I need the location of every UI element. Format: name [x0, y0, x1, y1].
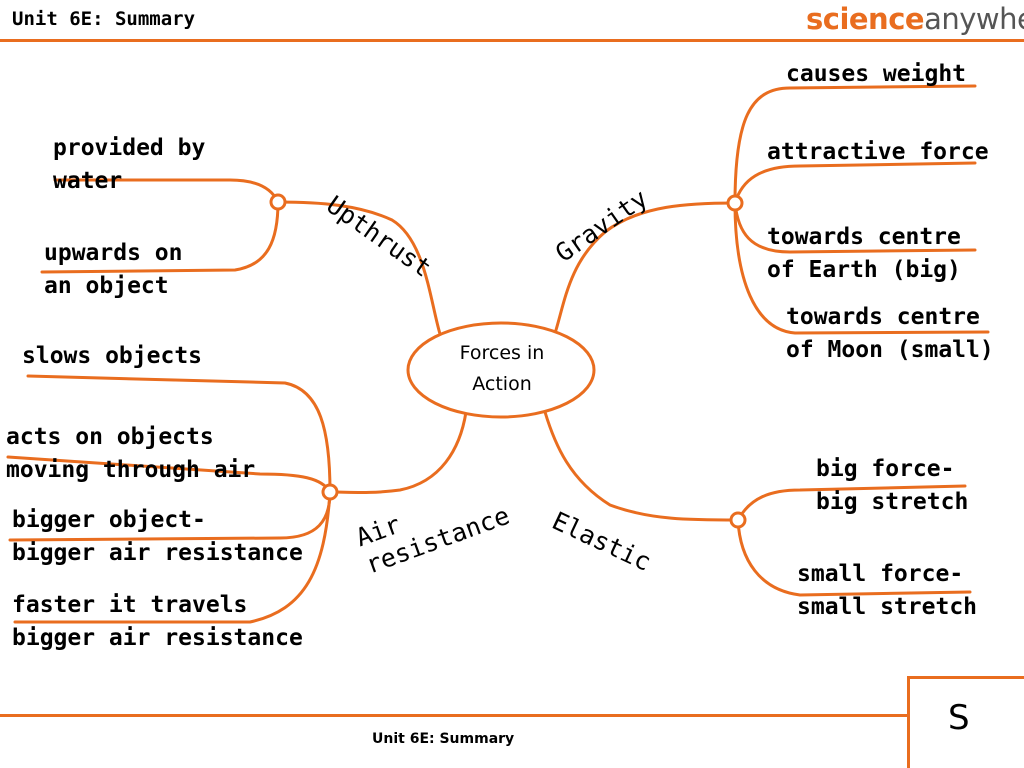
corner-letter: S	[948, 698, 970, 738]
leaf-upwards-on-object: upwards on an object	[44, 240, 183, 299]
corner-box	[907, 676, 1024, 768]
node-elastic	[729, 511, 747, 529]
central-topic-line2: Action	[472, 373, 532, 395]
underline-towards-moon	[733, 201, 990, 335]
underline-causes-weight	[733, 84, 977, 205]
header-title: Unit 6E: Summary	[12, 8, 196, 30]
underline-attractive-force	[733, 161, 977, 205]
header-divider	[0, 39, 1024, 42]
leaf-provided-by-water: provided by water	[53, 135, 206, 194]
science-anywhere-logo: scienceanywhere	[806, 2, 1024, 36]
leaf-slows-objects: slows objects	[22, 343, 203, 369]
leaf-small-force: small force- small stretch	[797, 561, 978, 620]
connector-upthrust	[276, 200, 442, 336]
leaf-causes-weight: causes weight	[786, 61, 967, 87]
footer-title: Unit 6E: Summary	[372, 731, 515, 747]
logo-part-anywhere: anywhere	[924, 2, 1024, 36]
leaf-towards-earth: towards centre of Earth (big)	[767, 224, 961, 283]
leaf-towards-moon: towards centre of Moon (small)	[786, 304, 994, 363]
footer-divider	[0, 714, 908, 717]
node-gravity	[726, 194, 744, 212]
underline-slows-objects	[26, 374, 332, 494]
logo-part-science: science	[806, 2, 925, 36]
leaf-bigger-object: bigger object- bigger air resistance	[12, 507, 303, 566]
underline-small-force	[736, 518, 972, 597]
node-upthrust	[269, 193, 287, 211]
connector-elastic	[543, 410, 740, 522]
leaf-faster-travels: faster it travels bigger air resistance	[12, 592, 303, 651]
node-air-resistance	[321, 483, 339, 501]
leaf-acts-on-objects: acts on objects moving through air	[6, 424, 256, 483]
underline-upwards-on-object	[40, 200, 280, 274]
leaf-attractive-force: attractive force	[767, 139, 989, 165]
underline-faster-travels	[13, 490, 332, 624]
connector-gravity	[554, 201, 737, 332]
leaf-big-force: big force- big stretch	[816, 456, 969, 515]
connector-air-resistance	[328, 410, 468, 494]
central-node	[406, 321, 596, 419]
central-topic: Forces in Action	[408, 338, 596, 400]
central-topic-line1: Forces in	[459, 342, 545, 364]
